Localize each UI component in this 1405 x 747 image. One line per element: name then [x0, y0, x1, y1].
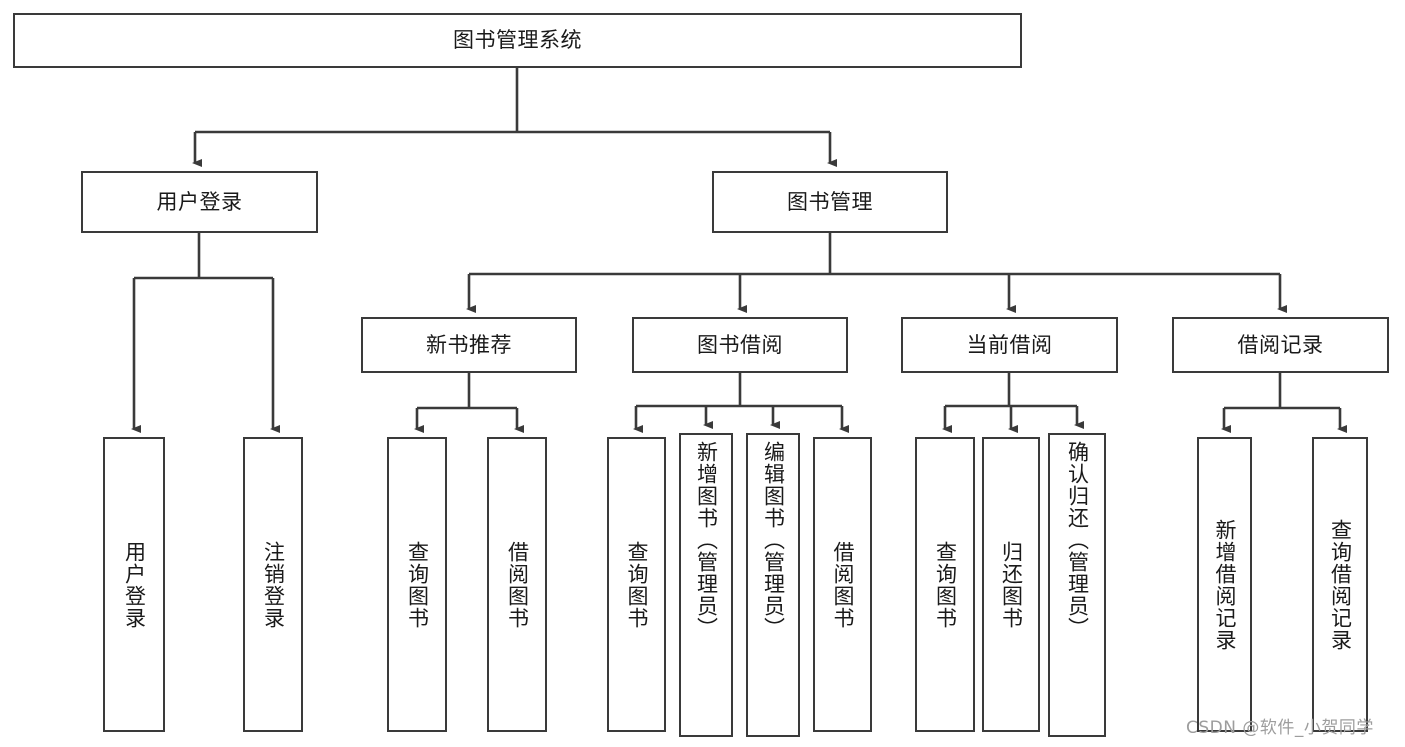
- leaf-add-borrow-record[interactable]: 新增借阅记录: [1197, 437, 1252, 732]
- watermark: CSDN @软件_小贺同学: [1186, 718, 1374, 738]
- leaf-confirm-return-admin[interactable]: 确认归还（管理员）: [1048, 433, 1106, 737]
- leaf-logout[interactable]: 注销登录: [243, 437, 303, 732]
- leaf-return-book[interactable]: 归还图书: [982, 437, 1040, 732]
- leaf-query-borrow-record[interactable]: 查询借阅记录: [1312, 437, 1368, 732]
- leaf-add-book-admin[interactable]: 新增图书（管理员）: [679, 433, 733, 737]
- leaf-add-borrow-record-label: 新增借阅记录: [1212, 518, 1237, 651]
- leaf-query-book-recommend-label: 查询图书: [405, 540, 430, 629]
- leaf-logout-label: 注销登录: [261, 540, 286, 629]
- leaf-query-borrow-record-label: 查询借阅记录: [1328, 518, 1353, 651]
- node-book-management[interactable]: 图书管理: [712, 171, 948, 233]
- leaf-borrow-book-recommend[interactable]: 借阅图书: [487, 437, 547, 732]
- node-new-book-recommend[interactable]: 新书推荐: [361, 317, 577, 373]
- node-book-management-label: 图书管理: [787, 189, 873, 214]
- node-root-label: 图书管理系统: [453, 28, 582, 53]
- node-current-borrow-label: 当前借阅: [966, 332, 1053, 357]
- node-user-login-label: 用户登录: [156, 189, 243, 214]
- leaf-query-book-borrow[interactable]: 查询图书: [607, 437, 666, 732]
- node-current-borrow[interactable]: 当前借阅: [901, 317, 1118, 373]
- leaf-user-login[interactable]: 用户登录: [103, 437, 165, 732]
- leaf-query-book-current-label: 查询图书: [933, 540, 958, 629]
- leaf-edit-book-admin-label: 编辑图书（管理员）: [761, 441, 786, 639]
- node-user-login[interactable]: 用户登录: [81, 171, 318, 233]
- leaf-query-book-current[interactable]: 查询图书: [915, 437, 975, 732]
- leaf-borrow-book[interactable]: 借阅图书: [813, 437, 872, 732]
- node-new-book-recommend-label: 新书推荐: [426, 332, 512, 357]
- leaf-confirm-return-admin-label: 确认归还（管理员）: [1065, 441, 1090, 639]
- node-root[interactable]: 图书管理系统: [13, 13, 1022, 68]
- node-borrow-record[interactable]: 借阅记录: [1172, 317, 1389, 373]
- leaf-query-book-borrow-label: 查询图书: [624, 540, 649, 629]
- leaf-borrow-book-label: 借阅图书: [830, 540, 855, 629]
- leaf-edit-book-admin[interactable]: 编辑图书（管理员）: [746, 433, 800, 737]
- node-borrow-record-label: 借阅记录: [1237, 332, 1324, 357]
- leaf-user-login-label: 用户登录: [122, 540, 147, 629]
- node-book-borrow[interactable]: 图书借阅: [632, 317, 848, 373]
- leaf-query-book-recommend[interactable]: 查询图书: [387, 437, 447, 732]
- leaf-borrow-book-recommend-label: 借阅图书: [505, 540, 530, 629]
- node-book-borrow-label: 图书借阅: [697, 332, 783, 357]
- leaf-return-book-label: 归还图书: [999, 540, 1024, 629]
- leaf-add-book-admin-label: 新增图书（管理员）: [694, 441, 719, 639]
